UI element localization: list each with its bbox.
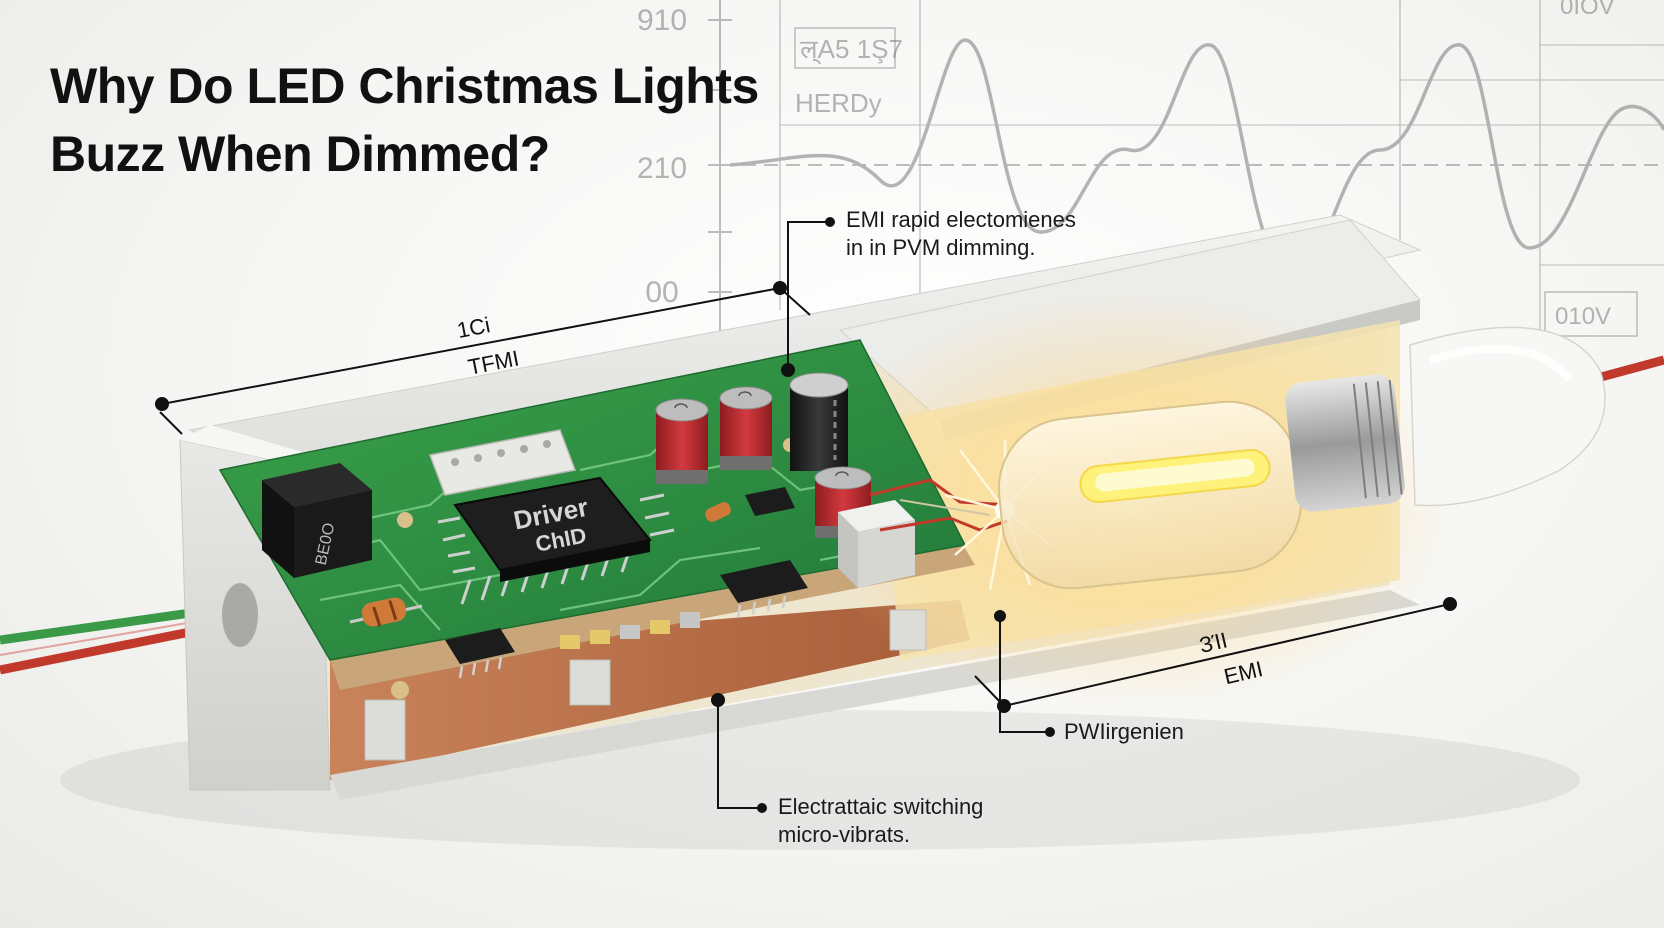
led-tube: [997, 400, 1303, 590]
smd-chip-lower-right: [720, 560, 808, 618]
connector-header: [428, 429, 577, 496]
bulb-socket: [1285, 374, 1405, 512]
page-title-line2: Buzz When Dimmed?: [50, 126, 550, 182]
smd-chip-lower-left: [445, 628, 515, 679]
tick-label-middle: 210: [637, 152, 687, 185]
callout-emi-line2: in in PVM dimming.: [846, 235, 1036, 260]
capacitor-2: [719, 386, 773, 470]
chart-box-label-1: ल्A5 1Ş7: [800, 34, 903, 65]
tick-label-bottom: 00: [645, 276, 678, 309]
page-title-line1: Why Do LED Christmas Lights: [50, 58, 759, 114]
callout-electrostatic-line1: Electrattaic switching: [778, 794, 984, 819]
callout-electrostatic-line2: micro-vibrats.: [778, 822, 911, 847]
resistor-left: [349, 597, 423, 627]
dimension-line-top: [155, 281, 811, 435]
capacitor-black: [789, 372, 849, 471]
page-title: Why Do LED Christmas Lights Buzz When Di…: [50, 52, 759, 188]
callout-emi: EMI rapid electomienes in in PVM dimming…: [846, 206, 1076, 262]
chart-box-label-4: 010V: [1555, 303, 1611, 330]
wire-entry-hole: [222, 583, 258, 647]
capacitor-1: [655, 398, 709, 484]
callout-leader-emi: [781, 217, 835, 377]
callout-electrostatic: Electrattaic switching micro-vibrats.: [778, 793, 983, 849]
dimension-top-value: 1Ci: [455, 312, 492, 343]
led-leads: [869, 478, 1011, 532]
callout-pwm-line1: PWIirgenien: [1064, 719, 1184, 744]
background-oscilloscope-chart: [708, 0, 1664, 340]
smd-chip-small: [745, 487, 795, 516]
small-ic-chip: BE0O: [262, 463, 372, 578]
callout-leader-pwm: [994, 610, 1055, 737]
driver-chip: Driver ChID: [437, 476, 675, 605]
resistor-small: [705, 502, 731, 522]
bulb-end-cap: [1409, 326, 1606, 507]
chart-box-label-3: 0IOV: [1560, 0, 1615, 20]
background-chart-labels: 910 210 00 ल्A5 1Ş7 HERDy 0IOV 010V: [637, 0, 1615, 330]
chart-box-label-2: HERDy: [795, 88, 882, 118]
callout-leader-electrostatic: [711, 693, 767, 813]
callout-pwm: PWIirgenien: [1064, 718, 1184, 746]
inductor-block: [838, 500, 915, 588]
callout-emi-line1: EMI rapid electomienes: [846, 207, 1076, 232]
tick-label-top: 910: [637, 4, 687, 37]
dimension-bottom-value: ЗΊI: [1197, 627, 1230, 658]
